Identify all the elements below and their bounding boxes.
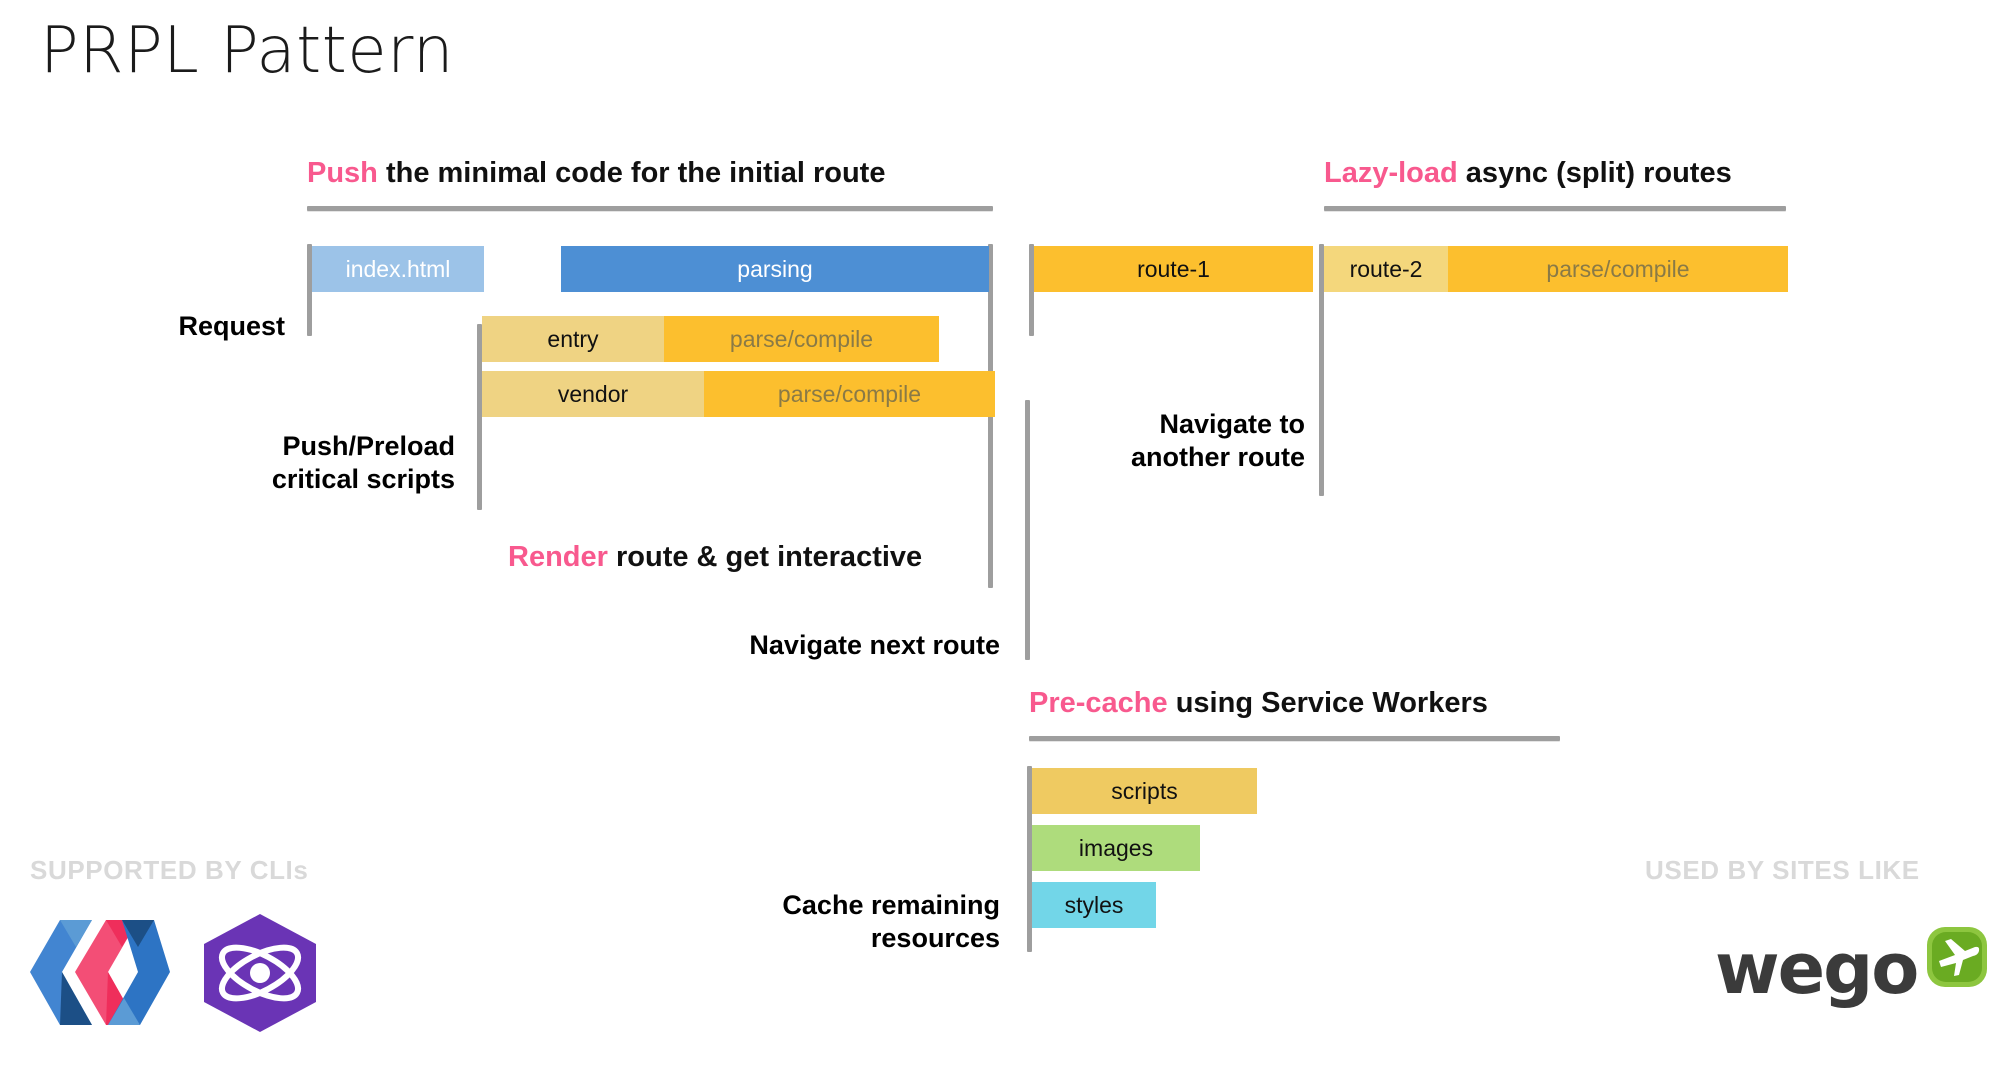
wego-airplane-mark xyxy=(1925,925,1989,994)
parsing-bar: parsing xyxy=(561,246,989,292)
used-by-sites-like-caption: USED BY SITES LIKE xyxy=(1645,855,1920,885)
push-preload-axis-line xyxy=(477,324,482,510)
precache-section-rule xyxy=(1029,736,1560,741)
push-section-rule xyxy=(307,206,993,211)
request-axis-line xyxy=(307,244,312,336)
page-title: PRPL Pattern xyxy=(40,14,454,88)
route-2-segment: route-2 xyxy=(1324,246,1448,292)
route-2-parse-compile-segment: parse/compile xyxy=(1448,246,1788,292)
cache-axis-line xyxy=(1027,766,1032,952)
entry-segment: entry xyxy=(482,316,664,362)
entry-parse-compile-segment: parse/compile xyxy=(664,316,939,362)
render-heading-rest: route & get interactive xyxy=(607,541,923,573)
preact-atom-logo xyxy=(200,912,320,1034)
push-heading-rest: the minimal code for the initial route xyxy=(377,157,886,189)
route-2-bar: route-2 parse/compile xyxy=(1324,246,1788,292)
polymer-logo xyxy=(30,920,170,1025)
index-html-segment: index.html xyxy=(312,246,484,292)
render-section-heading: Render route & get interactive xyxy=(508,541,922,574)
render-keyword: Render xyxy=(508,541,608,573)
styles-bar: styles xyxy=(1032,882,1156,928)
precache-section-heading: Pre-cache using Service Workers xyxy=(1029,687,1488,720)
route-1-segment: route-1 xyxy=(1034,246,1313,292)
supported-by-clis-caption: SUPPORTED BY CLIs xyxy=(30,855,309,885)
wego-wordmark: wego xyxy=(1715,927,1919,1010)
stage-label-navigate-next: Navigate next route xyxy=(749,630,1000,660)
index-html-bar: index.html xyxy=(312,246,484,292)
lazy-heading-rest: async (split) routes xyxy=(1457,157,1732,189)
push-section-heading: Push the minimal code for the initial ro… xyxy=(307,157,885,190)
vendor-parse-compile-segment: parse/compile xyxy=(704,371,995,417)
precache-heading-rest: using Service Workers xyxy=(1167,687,1488,719)
stage-label-request: Request xyxy=(178,311,285,341)
images-bar: images xyxy=(1032,825,1200,871)
push-keyword: Push xyxy=(307,157,378,189)
route-1-axis-line xyxy=(1029,244,1034,336)
scripts-bar: scripts xyxy=(1032,768,1257,814)
entry-bar: entry parse/compile xyxy=(482,316,939,362)
wego-logo: wego xyxy=(1715,925,1989,1012)
stage-label-cache-remaining: Cache remaining resources xyxy=(782,890,1000,953)
images-segment: images xyxy=(1032,825,1200,871)
styles-segment: styles xyxy=(1032,882,1156,928)
navigate-next-axis-line xyxy=(1025,400,1030,660)
stage-label-push-preload: Push/Preload critical scripts xyxy=(271,431,455,494)
scripts-segment: scripts xyxy=(1032,768,1257,814)
stage-label-navigate-another: Navigate to another route xyxy=(1130,409,1305,472)
lazy-section-heading: Lazy-load async (split) routes xyxy=(1324,157,1732,190)
route-1-bar: route-1 xyxy=(1034,246,1313,292)
vendor-segment: vendor xyxy=(482,371,704,417)
route-2-axis-line xyxy=(1319,244,1324,496)
lazy-keyword: Lazy-load xyxy=(1324,157,1458,189)
vendor-bar: vendor parse/compile xyxy=(482,371,995,417)
lazy-section-rule xyxy=(1324,206,1786,211)
precache-keyword: Pre-cache xyxy=(1029,687,1168,719)
parsing-segment: parsing xyxy=(561,246,989,292)
